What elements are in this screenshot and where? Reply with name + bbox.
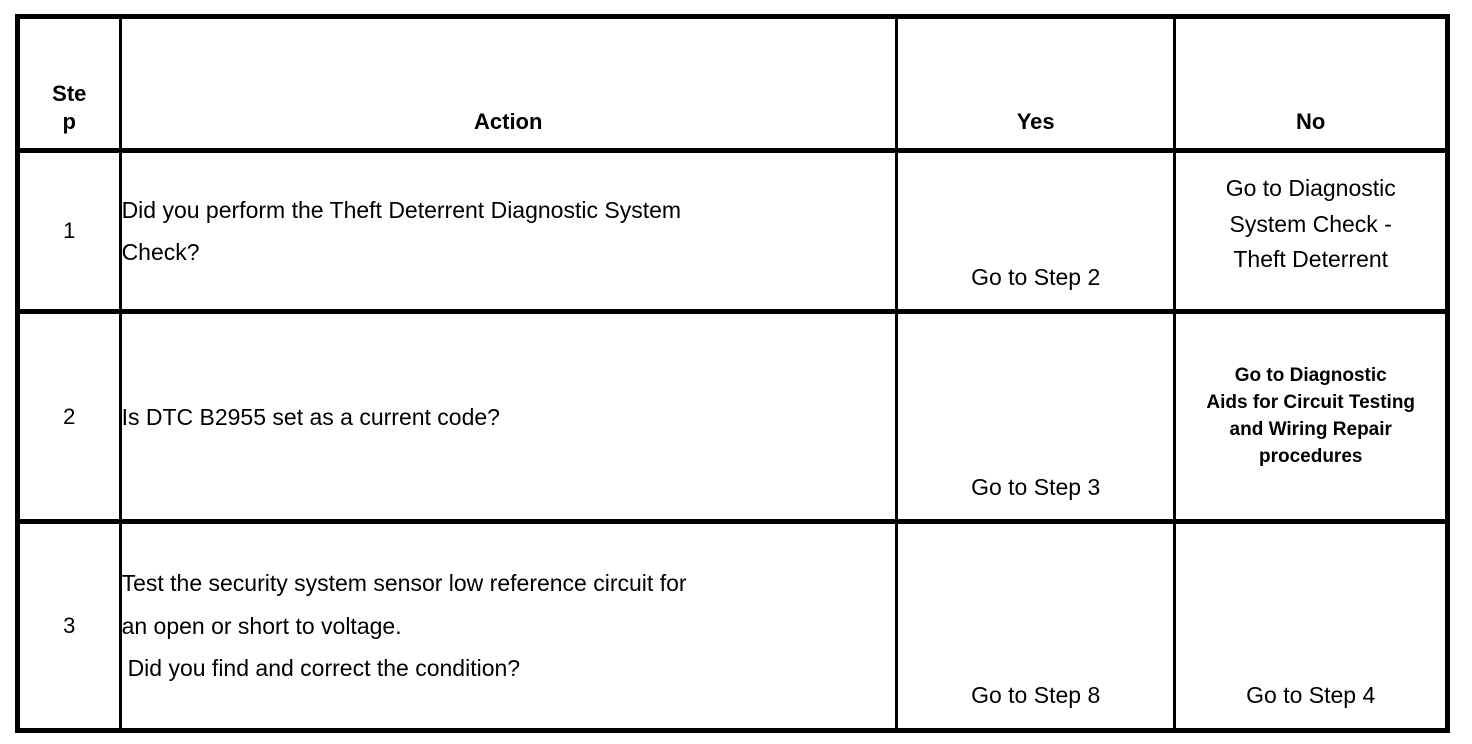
column-header-action-label: Action [474,109,543,135]
action-text-line: an open or short to voltage. [121,612,402,639]
step-number-cell: 1 [17,150,121,315]
no-branch-text-line: System Check - [1229,210,1392,237]
no-branch-text-line: Go to Step 4 [1246,682,1376,709]
no-branch-cell: Go to Step 4 [1174,521,1448,731]
table-row: 3 Test the security system sensor low re… [17,521,1448,731]
yes-branch-text-line: Go to Step 3 [971,473,1101,500]
action-cell: Test the security system sensor low refe… [120,521,897,731]
no-branch-cell: Go to Diagnostic Aids for Circuit Testin… [1174,311,1448,525]
action-text-line: Test the security system sensor low refe… [121,570,687,597]
table-row: 1 Did you perform the Theft Deterrent Di… [17,150,1448,315]
action-text-line: Check? [121,239,200,266]
column-header-action: Action [120,16,897,153]
no-branch-text-line: and Wiring Repair [1229,418,1392,440]
diagnostic-procedure-table: Step Action Yes No 1 Did yo [15,14,1450,733]
action-cell: Did you perform the Theft Deterrent Diag… [120,150,897,315]
table-header-row: Step Action Yes No [17,16,1448,153]
column-header-no: No [1174,16,1448,153]
step-number: 2 [63,403,76,429]
no-branch-text-line: Go to Diagnostic [1234,364,1387,386]
no-branch-text-line: procedures [1258,445,1363,467]
action-text-line: Did you perform the Theft Deterrent Diag… [121,196,682,223]
no-branch-text-line: Go to Diagnostic [1225,175,1396,201]
column-header-yes: Yes [896,16,1175,153]
column-header-step: Step [17,16,121,153]
yes-branch-text-line: Go to Step 8 [971,682,1101,709]
action-cell: Is DTC B2955 set as a current code? [120,311,897,525]
step-number-cell: 3 [17,521,121,731]
yes-branch-cell: Go to Step 3 [896,311,1175,525]
column-header-yes-label: Yes [1016,109,1055,135]
action-question-line: Did you find and correct the condition? [127,655,521,682]
no-branch-text-line: Aids for Circuit Testing [1206,391,1416,413]
yes-branch-cell: Go to Step 2 [896,150,1175,315]
no-branch-cell: Go to Diagnostic System Check - Theft De… [1174,150,1448,315]
no-branch-text-line: Theft Deterrent [1233,246,1389,273]
column-header-no-label: No [1296,109,1326,135]
yes-branch-text-line: Go to Step 2 [971,263,1101,290]
table-row: 2 Is DTC B2955 set as a current code? Go… [17,311,1448,525]
step-number: 1 [63,218,76,244]
column-header-step-label: Step [52,80,87,134]
step-number-cell: 2 [17,311,121,525]
step-number: 3 [63,613,76,639]
action-text-line: Is DTC B2955 set as a current code? [121,403,500,430]
yes-branch-cell: Go to Step 8 [896,521,1175,731]
